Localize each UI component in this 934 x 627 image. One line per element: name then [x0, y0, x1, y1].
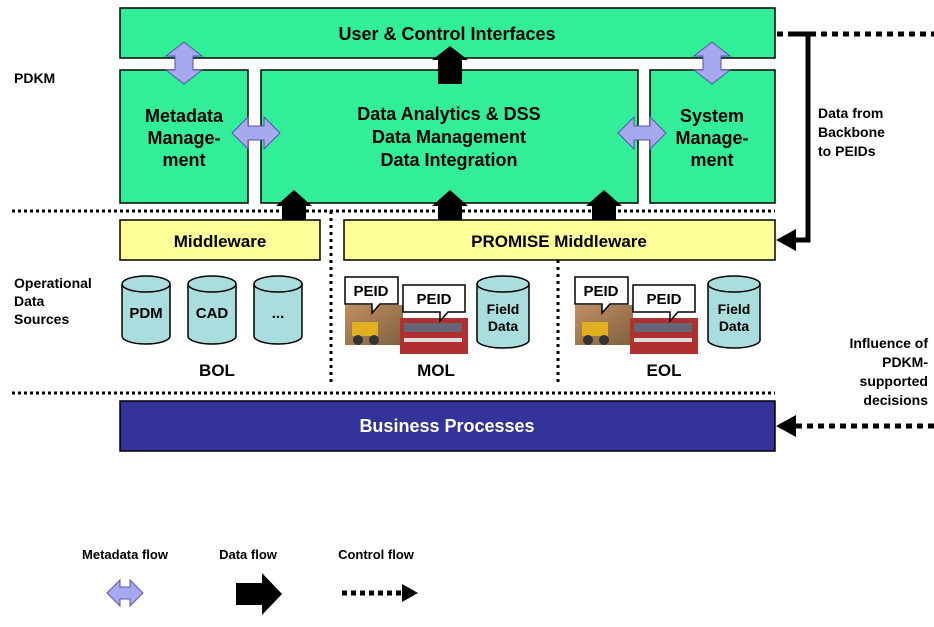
- mol-peid-bubble-2: [402, 284, 466, 323]
- metadata-flow-arrow-horizontal-left: [231, 115, 281, 151]
- data-from-backbone-arrowhead: [776, 229, 796, 251]
- business-processes-label: Business Processes: [359, 416, 534, 436]
- data-flow-arrow-promise-to-analytics-2: [586, 190, 622, 226]
- metadata-management-label-3: ment: [162, 150, 205, 170]
- control-flow-bottom-arrowhead: [776, 415, 796, 437]
- eol-peid-group: PEID PEID: [574, 276, 698, 354]
- pdkm-label: PDKM: [14, 70, 55, 86]
- mol-peid-label-2: PEID: [416, 291, 451, 308]
- mol-peid-label-1: PEID: [353, 283, 388, 300]
- influence-label-2: PDKM-: [882, 354, 928, 370]
- data-from-backbone-label-3: to PEIDs: [818, 143, 876, 159]
- other-cylinder: ...: [253, 275, 303, 345]
- metadata-management-label-2: Manage-: [147, 128, 220, 148]
- legend-control-flow-label: Control flow: [338, 547, 415, 562]
- legend-metadata-flow-label: Metadata flow: [82, 547, 169, 562]
- eol-peid-label-2: PEID: [646, 291, 681, 308]
- eol-field-data-cylinder: Field Data: [707, 275, 761, 349]
- data-flow-arrow-analytics-to-ui: [432, 46, 468, 84]
- cad-cylinder: CAD: [187, 275, 237, 345]
- mol-field-label-2: Data: [488, 318, 519, 334]
- system-management-label-2: Manage-: [675, 128, 748, 148]
- other-label: ...: [272, 305, 285, 322]
- cad-label: CAD: [196, 305, 229, 322]
- eol-peid-bubble-2: [632, 284, 696, 323]
- metadata-management-label-1: Metadata: [145, 106, 224, 126]
- mol-peid-bubble-1: [344, 276, 399, 315]
- operational-sources-label-2: Data: [14, 293, 45, 309]
- data-flow-arrow-middleware-to-analytics: [276, 190, 312, 226]
- data-flow-arrow-promise-to-analytics-1: [432, 190, 468, 226]
- influence-label-1: Influence of: [849, 335, 928, 351]
- legend-control-flow-arrowhead: [402, 584, 418, 602]
- operational-sources-label-3: Sources: [14, 311, 69, 327]
- eol-field-label-1: Field: [718, 301, 751, 317]
- operational-sources-label-1: Operational: [14, 275, 92, 291]
- business-processes-box: [119, 400, 776, 452]
- influence-label-3: supported: [860, 373, 928, 389]
- mol-field-label-1: Field: [487, 301, 520, 317]
- pdm-cylinder: PDM: [121, 275, 171, 345]
- pdm-label: PDM: [129, 305, 162, 322]
- data-analytics-label-3: Data Integration: [380, 150, 517, 170]
- legend: Metadata flow Data flow Control flow: [82, 547, 418, 615]
- eol-label: EOL: [647, 361, 682, 380]
- promise-middleware-label: PROMISE Middleware: [471, 232, 647, 251]
- mol-peid-group: PEID PEID: [344, 276, 468, 354]
- data-from-backbone-label-1: Data from: [818, 105, 883, 121]
- middleware-box: [119, 219, 321, 261]
- middleware-label: Middleware: [174, 232, 267, 251]
- bol-label: BOL: [199, 361, 235, 380]
- metadata-flow-arrow-vertical-left: [164, 41, 204, 85]
- eol-peid-bubble-1: [574, 276, 629, 315]
- data-analytics-label-2: Data Management: [372, 127, 526, 147]
- mol-field-data-cylinder: Field Data: [476, 275, 530, 349]
- legend-data-flow-arrow: [236, 573, 282, 615]
- system-management-label-3: ment: [690, 150, 733, 170]
- user-control-interfaces-label: User & Control Interfaces: [338, 24, 555, 44]
- eol-peid-label-1: PEID: [583, 283, 618, 300]
- metadata-flow-arrow-vertical-right: [692, 41, 732, 85]
- influence-label-4: decisions: [863, 392, 928, 408]
- data-from-backbone-connector: [790, 31, 811, 243]
- metadata-flow-arrow-horizontal-right: [617, 115, 667, 151]
- system-management-label-1: System: [680, 106, 744, 126]
- mol-label: MOL: [417, 361, 455, 380]
- eol-field-label-2: Data: [719, 318, 750, 334]
- promise-middleware-box: [343, 219, 776, 261]
- data-analytics-label-1: Data Analytics & DSS: [357, 104, 540, 124]
- legend-data-flow-label: Data flow: [219, 547, 278, 562]
- legend-metadata-flow-arrow: [106, 578, 144, 608]
- data-from-backbone-label-2: Backbone: [818, 124, 885, 140]
